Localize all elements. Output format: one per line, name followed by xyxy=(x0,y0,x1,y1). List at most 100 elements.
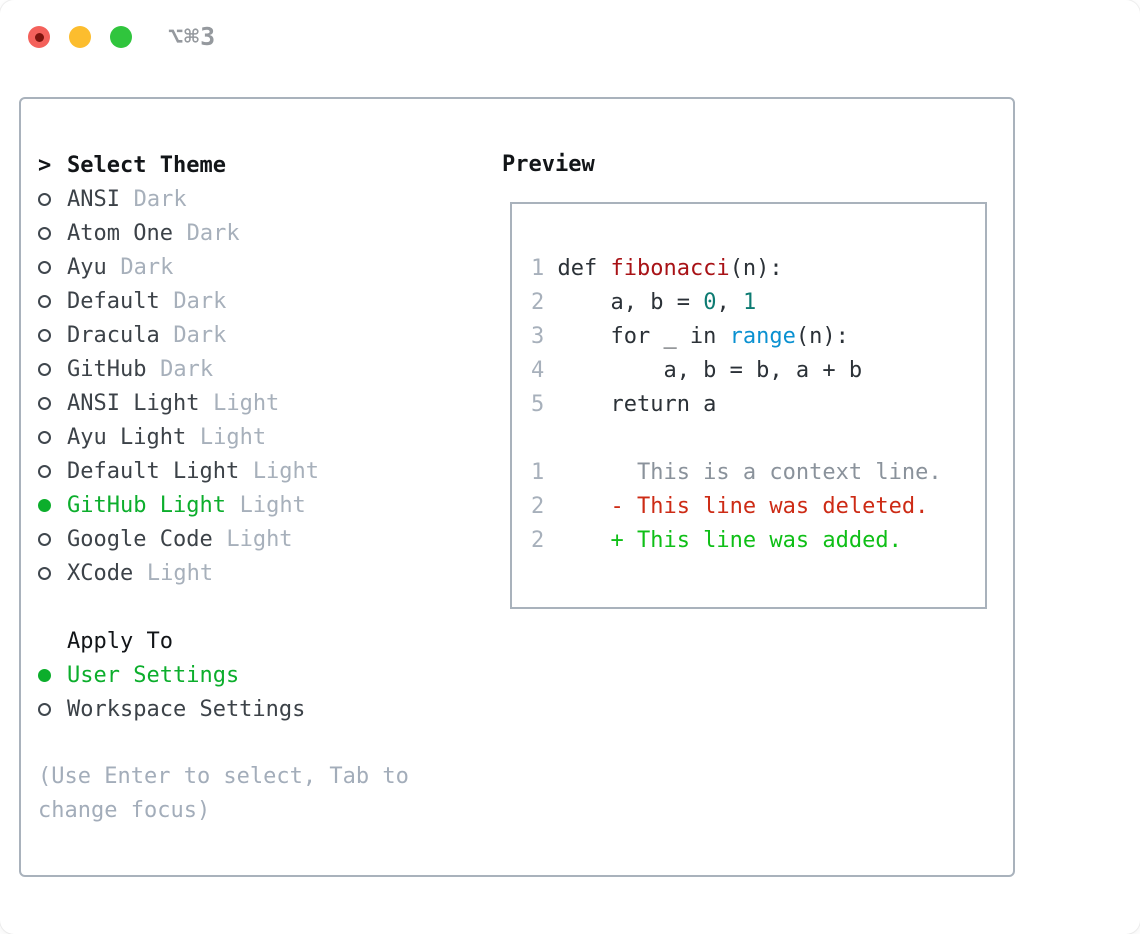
line-number: 4 xyxy=(531,358,545,383)
radio-icon xyxy=(38,566,67,580)
prompt-caret-icon: > xyxy=(38,152,52,178)
code-segment-number: 0 xyxy=(703,290,717,315)
theme-variant-tag: Dark xyxy=(160,356,214,382)
radio-icon xyxy=(38,532,67,546)
code-segment-plain: for _ in xyxy=(557,324,730,349)
line-number: 2 xyxy=(531,494,545,519)
theme-option-label: Atom One xyxy=(67,220,173,246)
code-line: 5 return a xyxy=(531,388,985,422)
unsaved-dot-icon xyxy=(34,32,44,42)
code-line: 4 a, b = b, a + b xyxy=(531,354,985,388)
theme-variant-tag: Light xyxy=(199,424,267,450)
radio-icon xyxy=(38,396,67,410)
theme-option-label: Ayu xyxy=(67,254,107,280)
apply-option-label: User Settings xyxy=(67,662,240,688)
theme-option-label: XCode xyxy=(67,560,134,586)
code-segment-deleted: - This line was deleted. xyxy=(557,494,929,519)
close-button[interactable] xyxy=(28,26,50,48)
spacer xyxy=(38,726,409,760)
radio-icon xyxy=(38,430,67,444)
code-segment-plain: def xyxy=(557,256,611,281)
theme-option-ansi[interactable]: ANSI Dark xyxy=(38,182,409,216)
theme-option-github[interactable]: GitHub Dark xyxy=(38,352,409,386)
radio-icon xyxy=(38,668,67,682)
code-segment-number: 1 xyxy=(742,290,757,315)
apply-to-heading: Apply To xyxy=(38,624,409,658)
apply-option-label: Workspace Settings xyxy=(67,696,306,722)
hint-line-1: (Use Enter to select, Tab to xyxy=(38,764,409,789)
radio-icon xyxy=(38,464,67,478)
code-line: 2 + This line was added. xyxy=(531,524,985,558)
line-number: 2 xyxy=(531,528,545,553)
radio-icon xyxy=(38,226,67,240)
apply-option-workspace-settings[interactable]: Workspace Settings xyxy=(38,692,409,726)
theme-variant-tag: Dark xyxy=(133,186,187,212)
code-segment-plain: return a xyxy=(557,392,717,417)
line-number: 2 xyxy=(531,290,545,315)
theme-option-xcode[interactable]: XCode Light xyxy=(38,556,409,590)
theme-option-label: GitHub Light xyxy=(67,492,226,518)
code-segment-plain: a, b = xyxy=(557,290,704,315)
theme-variant-tag: Dark xyxy=(186,220,240,246)
theme-variant-tag: Light xyxy=(213,390,280,416)
theme-option-label: Dracula xyxy=(67,322,160,348)
code-line: 1 This is a context line. xyxy=(531,456,985,490)
radio-icon xyxy=(38,702,67,716)
select-theme-heading: > Select Theme xyxy=(38,148,409,182)
theme-option-atom-one[interactable]: Atom One Dark xyxy=(38,216,409,250)
theme-option-label: ANSI xyxy=(67,186,120,212)
theme-option-label: Default xyxy=(67,288,160,314)
code-segment-function: fibonacci xyxy=(610,256,730,281)
preview-heading: Preview xyxy=(502,152,595,177)
radio-icon xyxy=(38,498,67,512)
theme-option-label: GitHub xyxy=(67,356,147,382)
line-number: 1 xyxy=(531,460,545,485)
window-title: ⌥⌘3 xyxy=(168,22,217,51)
line-number: 1 xyxy=(531,256,545,281)
code-segment-builtin: range xyxy=(729,324,796,349)
radio-icon xyxy=(38,328,67,342)
theme-variant-tag: Light xyxy=(252,458,320,484)
theme-variant-tag: Light xyxy=(146,560,214,586)
select-theme-heading-label: Select Theme xyxy=(67,152,226,178)
code-line: 3 for _ in range(n): xyxy=(531,320,985,354)
theme-option-default-light[interactable]: Default Light Light xyxy=(38,454,409,488)
code-segment-plain: (n): xyxy=(729,256,783,281)
apply-option-user-settings[interactable]: User Settings xyxy=(38,658,409,692)
apply-to-heading-label: Apply To xyxy=(67,628,173,654)
code-line xyxy=(531,422,985,456)
minimize-button[interactable] xyxy=(69,26,91,48)
code-line: 2 a, b = 0, 1 xyxy=(531,286,985,320)
line-number: 3 xyxy=(531,324,545,349)
theme-variant-tag: Dark xyxy=(173,322,227,348)
theme-option-label: Default Light xyxy=(67,458,240,484)
radio-icon xyxy=(38,260,67,274)
theme-option-label: Google Code xyxy=(67,526,213,552)
maximize-button[interactable] xyxy=(110,26,132,48)
code-segment-plain: (n): xyxy=(795,324,849,349)
theme-option-dracula[interactable]: Dracula Dark xyxy=(38,318,409,352)
line-number: 5 xyxy=(531,392,545,417)
radio-icon xyxy=(38,362,67,376)
theme-option-default[interactable]: Default Dark xyxy=(38,284,409,318)
spacer xyxy=(38,590,409,624)
code-line: 2 - This line was deleted. xyxy=(531,490,985,524)
hint-text: (Use Enter to select, Tab to change focu… xyxy=(38,760,409,828)
code-segment-plain: a, b = b, a + b xyxy=(557,358,863,383)
theme-variant-tag: Dark xyxy=(173,288,227,314)
titlebar: ⌥⌘3 xyxy=(0,0,1140,74)
radio-icon xyxy=(38,192,67,206)
radio-icon xyxy=(38,294,67,308)
hint-line-2: change focus) xyxy=(38,798,211,823)
